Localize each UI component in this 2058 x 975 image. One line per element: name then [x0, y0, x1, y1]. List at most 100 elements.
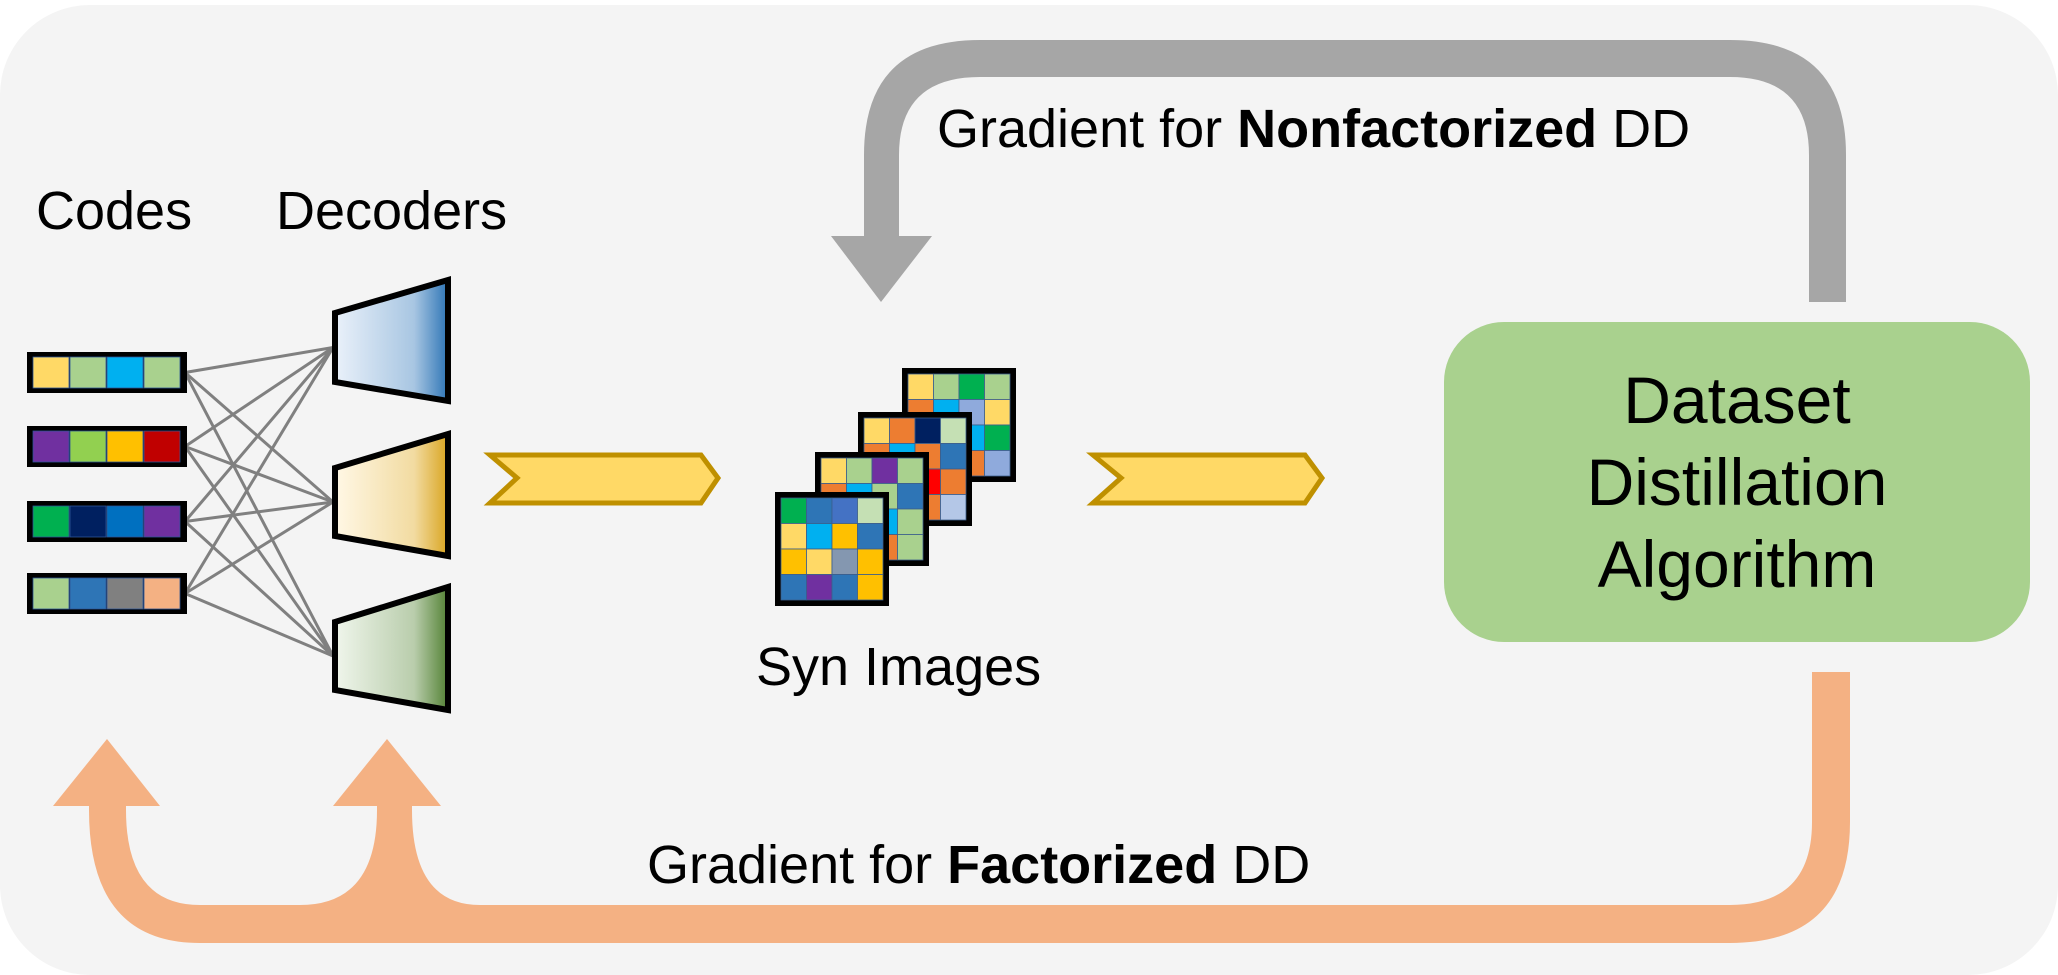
syn-image-cell: [897, 457, 924, 484]
syn-image-cell: [907, 373, 934, 400]
syn-image-cell: [806, 574, 833, 601]
label-suffix: DD: [1217, 835, 1311, 895]
syn-image-cell: [871, 457, 898, 484]
code-cell: [69, 430, 107, 463]
nonfactorized-gradient-label: Gradient for Nonfactorized DD: [937, 102, 1690, 156]
code-cell: [143, 577, 181, 610]
connector-line: [183, 346, 335, 523]
nonfactorized-arrowhead-icon: [831, 236, 932, 302]
code-cell: [106, 430, 144, 463]
label-prefix: Gradient for: [937, 99, 1238, 159]
codes-title: Codes: [36, 181, 193, 241]
syn-image-cell: [831, 497, 858, 524]
syn-image-cell: [984, 399, 1011, 426]
syn-image-cell: [863, 417, 890, 444]
syn-image: [775, 492, 889, 606]
code-cell: [143, 356, 181, 389]
codes-group: [27, 352, 187, 614]
factorized-arrowhead-codes-icon: [53, 739, 160, 806]
syn-image-cell: [940, 468, 967, 495]
code-cell: [106, 505, 144, 538]
syn-image-cell: [780, 548, 807, 575]
syn-image-cell: [831, 523, 858, 550]
decoder-yellow: [332, 429, 451, 560]
decoders-group: [332, 275, 451, 714]
syn-image-cell: [831, 574, 858, 601]
syn-image-cell: [831, 548, 858, 575]
syn-image-cell: [806, 497, 833, 524]
syn-image-cell: [984, 450, 1011, 477]
code-cell: [106, 356, 144, 389]
syn-image-cell: [820, 457, 847, 484]
factorized-gradient-label: Gradient for Factorized DD: [647, 838, 1310, 892]
syn-image-cell: [940, 443, 967, 470]
connector-line: [183, 520, 335, 658]
code-vector: [27, 501, 187, 542]
algorithm-line-3: Algorithm: [1597, 527, 1877, 601]
syn-image-cell: [914, 417, 941, 444]
syn-images-title: Syn Images: [756, 637, 1042, 697]
connector-line: [183, 346, 335, 595]
syn-image-cell: [806, 523, 833, 550]
code-cell: [32, 356, 70, 389]
code-cell: [143, 430, 181, 463]
code-vector: [27, 573, 187, 614]
syn-image-cell: [857, 548, 884, 575]
algorithm-line-2: Distillation: [1586, 445, 1888, 519]
dataset-distillation-algorithm-box: Dataset Distillation Algorithm: [1444, 322, 2030, 642]
syn-image-cell: [857, 523, 884, 550]
code-vector: [27, 426, 187, 467]
background-panel: [0, 5, 2058, 975]
decoder-blue: [332, 275, 451, 405]
syn-image-cell: [846, 457, 873, 484]
decoder-green: [332, 582, 451, 714]
syn-image-cell: [897, 508, 924, 535]
decoder-to-images-arrow: [483, 452, 722, 506]
syn-image-cell: [984, 424, 1011, 451]
syn-image-cell: [933, 373, 960, 400]
syn-image-cell: [984, 373, 1011, 400]
code-cell: [69, 577, 107, 610]
syn-image-cell: [897, 483, 924, 510]
connector-line: [184, 346, 334, 374]
syn-image-cell: [857, 497, 884, 524]
syn-image-cell: [940, 417, 967, 444]
code-cell: [32, 430, 70, 463]
syn-image-cell: [897, 534, 924, 561]
factorized-gradient-arrow: [89, 672, 1850, 943]
connector-line: [184, 592, 334, 658]
syn-image-cell: [940, 494, 967, 521]
label-bold: Nonfactorized: [1237, 99, 1598, 159]
decoders-title: Decoders: [276, 181, 508, 241]
label-bold: Factorized: [947, 835, 1218, 895]
syn-image-cell: [780, 523, 807, 550]
syn-image-cell: [806, 548, 833, 575]
code-cell: [69, 505, 107, 538]
connector-line: [184, 500, 334, 595]
connector-line: [184, 445, 334, 504]
syn-images-stack: [775, 368, 1016, 606]
connector-line: [184, 346, 334, 448]
syn-image-cell: [857, 574, 884, 601]
connector-line: [183, 445, 335, 657]
algorithm-line-1: Dataset: [1623, 363, 1851, 437]
factorized-arrowhead-decoders-icon: [333, 739, 441, 806]
code-decoder-connections: [183, 346, 335, 658]
syn-image-cell: [780, 574, 807, 601]
syn-image-cell: [958, 373, 985, 400]
code-cell: [69, 356, 107, 389]
label-prefix: Gradient for: [647, 835, 948, 895]
connector-line: [183, 371, 335, 657]
connector-line: [184, 500, 334, 523]
code-cell: [32, 577, 70, 610]
code-cell: [143, 505, 181, 538]
code-cell: [32, 505, 70, 538]
nonfactorized-gradient-arrow: [864, 40, 1846, 302]
images-to-algorithm-arrow: [1086, 452, 1326, 506]
code-cell: [106, 577, 144, 610]
label-suffix: DD: [1597, 99, 1691, 159]
code-vector: [27, 352, 187, 393]
connector-line: [184, 371, 334, 504]
